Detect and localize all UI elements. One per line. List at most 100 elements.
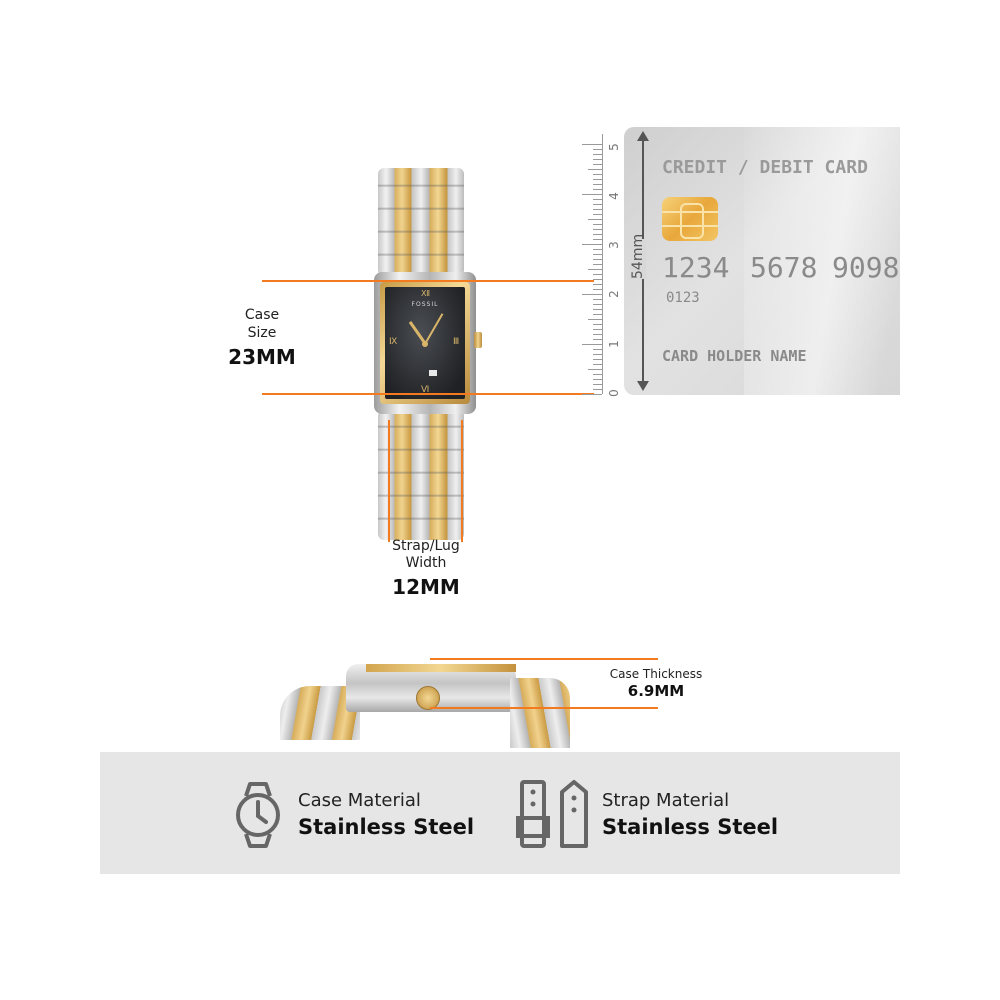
ruler-spine — [602, 134, 603, 394]
ruler-tick — [593, 209, 602, 210]
card-small-number: 0123 — [666, 290, 700, 306]
ruler-tick — [593, 359, 602, 360]
card-number-group-2: 5678 — [750, 251, 818, 284]
strap-width-value: 12MM — [392, 575, 460, 599]
case-material-value: Stainless Steel — [298, 815, 475, 839]
ruler-tick — [593, 204, 602, 205]
thickness-line-bottom — [430, 707, 658, 709]
ruler-number-3: 3 — [607, 241, 621, 249]
ruler-tick — [593, 364, 602, 365]
ruler-tick — [593, 284, 602, 285]
case-size-label-2: Size — [247, 325, 277, 341]
ruler-number-1: 1 — [607, 340, 621, 348]
credit-card: 54mm CREDIT / DEBIT CARD 1234 5678 9098 … — [624, 127, 900, 395]
watch-case: FOSSIL Ⅻ Ⅲ Ⅸ Ⅵ — [374, 272, 482, 414]
ruler-tick — [593, 159, 602, 160]
case-thickness-value: 6.9MM — [627, 682, 685, 700]
case-material-label: Case Material — [298, 790, 421, 811]
watch-icon — [236, 782, 280, 848]
date-window — [429, 370, 437, 376]
hour-marker-iii: Ⅲ — [453, 337, 460, 347]
case-size-value: 23MM — [228, 345, 296, 369]
ruler-tick — [593, 174, 602, 175]
strap-width-line-left — [388, 420, 390, 542]
ruler-tick — [593, 264, 602, 265]
watch-dial: FOSSIL Ⅻ Ⅲ Ⅸ Ⅵ — [385, 287, 465, 399]
ruler-tick — [593, 254, 602, 255]
ruler-tick — [582, 244, 602, 245]
ruler-number-2: 2 — [607, 290, 621, 298]
ruler-tick — [593, 384, 602, 385]
ruler-tick — [593, 374, 602, 375]
card-title: CREDIT / DEBIT CARD — [662, 157, 868, 178]
ruler-number-4: 4 — [607, 192, 621, 200]
upper-strap — [378, 168, 464, 276]
ruler-tick — [593, 184, 602, 185]
ruler-tick — [593, 259, 602, 260]
watch-brand: FOSSIL — [411, 301, 439, 308]
case-size-line-bottom — [262, 393, 594, 395]
ruler: 5 4 3 2 1 0 — [580, 128, 624, 398]
ruler-tick — [593, 339, 602, 340]
side-crown-icon — [416, 686, 440, 710]
ruler-tick — [582, 344, 602, 345]
case-thickness-label: Case Thickness — [609, 667, 703, 681]
strap-icon — [516, 780, 588, 848]
strap-width-line-right — [461, 420, 463, 542]
ruler-tick — [593, 179, 602, 180]
ruler-number-0: 0 — [607, 389, 621, 397]
card-number-group-1: 1234 — [662, 251, 730, 284]
ruler-tick — [582, 394, 602, 395]
ruler-tick — [593, 329, 602, 330]
ruler-tick — [593, 234, 602, 235]
ruler-tick — [593, 379, 602, 380]
materials-band: Case Material Stainless Steel Strap Mate… — [100, 752, 900, 874]
ruler-tick — [582, 144, 602, 145]
ruler-tick — [593, 199, 602, 200]
ruler-tick — [593, 334, 602, 335]
ruler-tick — [593, 304, 602, 305]
strap-width-label-2: Width — [405, 555, 447, 571]
case-size-line-top — [262, 280, 594, 282]
ruler-tick — [593, 274, 602, 275]
ruler-tick — [593, 349, 602, 350]
ruler-tick — [588, 269, 602, 270]
ruler-tick — [588, 319, 602, 320]
ruler-tick — [582, 194, 602, 195]
ruler-tick — [593, 354, 602, 355]
ruler-tick — [588, 369, 602, 370]
ruler-tick — [593, 224, 602, 225]
ruler-tick — [593, 229, 602, 230]
ruler-tick — [593, 189, 602, 190]
ruler-number-5: 5 — [607, 143, 621, 151]
hour-marker-xii: Ⅻ — [421, 289, 431, 298]
thickness-line-top — [430, 658, 658, 660]
ruler-tick — [593, 389, 602, 390]
side-crystal-edge — [366, 664, 516, 672]
ruler-tick — [593, 239, 602, 240]
ruler-tick — [588, 219, 602, 220]
ruler-tick — [593, 299, 602, 300]
card-holder-name: CARD HOLDER NAME — [662, 347, 807, 365]
hour-marker-ix: Ⅸ — [389, 337, 398, 347]
watch-side-view — [280, 658, 570, 756]
ruler-tick — [593, 214, 602, 215]
case-size-label-1: Case — [244, 307, 280, 323]
lower-strap — [378, 410, 464, 540]
hour-marker-vi: Ⅵ — [421, 385, 430, 395]
chip-icon — [662, 197, 718, 241]
card-number-group-3: 9098 — [832, 251, 900, 284]
card-shine — [744, 127, 900, 395]
ruler-ticks — [580, 128, 610, 398]
ruler-tick — [593, 154, 602, 155]
ruler-tick — [593, 309, 602, 310]
watch-bezel: FOSSIL Ⅻ Ⅲ Ⅸ Ⅵ — [380, 282, 470, 404]
arrow-head-down — [637, 381, 649, 391]
ruler-tick — [582, 294, 602, 295]
strap-material-label: Strap Material — [602, 790, 730, 811]
arrow-head-up — [637, 131, 649, 141]
strap-material-value: Stainless Steel — [602, 815, 779, 839]
ruler-tick — [593, 279, 602, 280]
ruler-tick — [593, 249, 602, 250]
strap-width-label-1: Strap/Lug — [392, 538, 460, 554]
